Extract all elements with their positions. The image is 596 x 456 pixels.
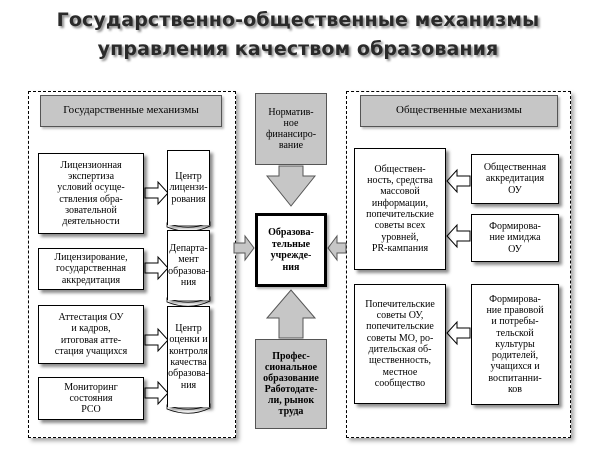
right-header: Общественные механизмы: [360, 95, 558, 127]
left-item-attestation: Аттестация ОУ и кадров, итоговая атте- с…: [38, 305, 144, 364]
left-item-monitoring: Мониторинг состояния РСО: [38, 377, 144, 420]
right-arrow-1: [446, 168, 471, 194]
right-arrow-2: [446, 223, 471, 249]
left-item-licensing-expertise: Лицензионная экспертиза условий осуще- с…: [38, 153, 144, 234]
doc-curl-1: [166, 221, 211, 232]
left-arrow-3: [144, 327, 169, 353]
doc-curl-2: [166, 296, 211, 307]
left-center-department: Департа- мент образова- ния: [167, 230, 210, 300]
right-center-boards: Попечительские советы ОУ, попечительские…: [354, 284, 446, 404]
right-to-center-arrow: [327, 234, 347, 262]
center-top-box: Норматив- ное финансиро- вание: [255, 93, 327, 165]
center-bottom-box: Профес- сиональное образование Работодат…: [255, 339, 327, 429]
doc-curl-3: [166, 403, 211, 414]
title-line-1: Государственно-общественные механизмы: [56, 9, 540, 31]
right-item-culture: Формирова- ние правовой и потребы- тельс…: [471, 284, 559, 405]
down-arrow: [265, 165, 317, 207]
left-arrow-2: [144, 255, 169, 281]
right-center-public: Обществен- ность, средства массовой инфо…: [354, 148, 446, 270]
left-arrow-4: [144, 380, 169, 406]
right-arrow-3: [446, 320, 471, 346]
right-item-image: Формирова- ние имиджа ОУ: [471, 214, 559, 262]
center-educational-institutions: Образова- тельные учрежде- ния: [255, 213, 327, 287]
left-center-quality: Центр оценки и контроля качества образов…: [167, 306, 210, 407]
right-item-public-accreditation: Общественная аккредитация ОУ: [471, 154, 559, 204]
up-arrow: [265, 289, 317, 339]
left-item-accreditation: Лицензирование, государственная аккредит…: [38, 248, 144, 290]
left-center-licensing: Центр лицензи- рования: [167, 150, 210, 225]
left-to-center-arrow: [233, 234, 255, 262]
title-line-2: управления качеством образования: [97, 38, 499, 60]
left-header: Государственные механизмы: [40, 95, 222, 127]
left-arrow-1: [144, 180, 169, 206]
